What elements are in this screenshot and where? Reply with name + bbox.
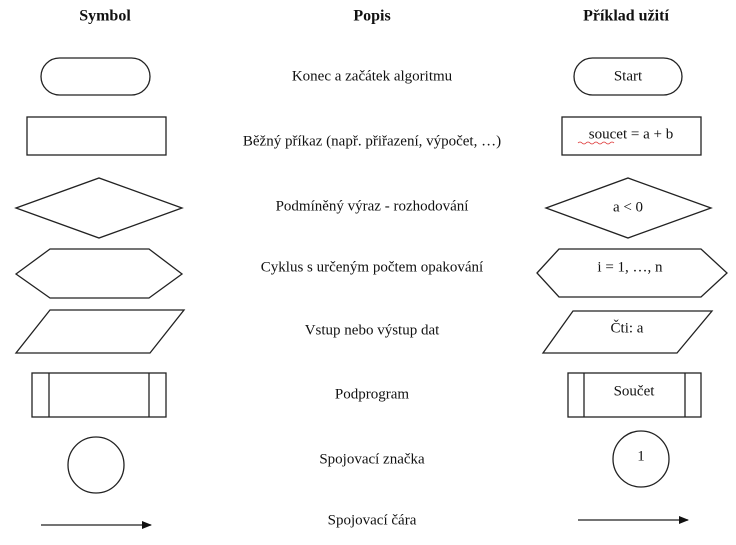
- description-loop: Cyklus s určeným počtem opakování: [261, 259, 483, 275]
- terminal-example: [573, 57, 683, 96]
- decision-symbol: [14, 177, 184, 239]
- example-connector: 1: [637, 448, 645, 464]
- terminal-symbol: [40, 57, 151, 96]
- description-subprogram: Podprogram: [335, 386, 409, 402]
- decision-example: [544, 177, 713, 239]
- header-description: Popis: [353, 8, 390, 25]
- description-terminal: Konec a začátek algoritmu: [292, 68, 453, 84]
- io-example: [541, 310, 714, 354]
- connector-example: [612, 430, 670, 488]
- io-symbol: [14, 309, 186, 354]
- example-subprogram: Součet: [614, 383, 656, 399]
- description-io: Vstup nebo výstup dat: [305, 322, 440, 338]
- loop-example: [536, 248, 728, 298]
- process-symbol: [26, 116, 167, 156]
- example-loop: i = 1, …, n: [597, 259, 663, 275]
- description-decision: Podmíněný výraz - rozhodování: [276, 198, 469, 214]
- loop-symbol: [14, 248, 184, 299]
- process-example: [561, 116, 702, 156]
- subprogram-example: [567, 372, 702, 418]
- subprogram-symbol: [31, 372, 167, 418]
- spellcheck-underline: [577, 141, 615, 145]
- example-io: Čti: a: [611, 319, 644, 336]
- description-process: Běžný příkaz (např. přiřazení, výpočet, …: [243, 133, 501, 149]
- example-process: soucet = a + b: [589, 126, 673, 142]
- description-connector: Spojovací značka: [319, 451, 425, 467]
- header-symbol: Symbol: [79, 8, 131, 25]
- example-terminal: Start: [614, 68, 643, 84]
- header-example: Příklad užití: [583, 8, 669, 25]
- connector-symbol: [67, 436, 125, 494]
- example-decision: a < 0: [613, 199, 643, 215]
- description-arrow: Spojovací čára: [328, 512, 417, 528]
